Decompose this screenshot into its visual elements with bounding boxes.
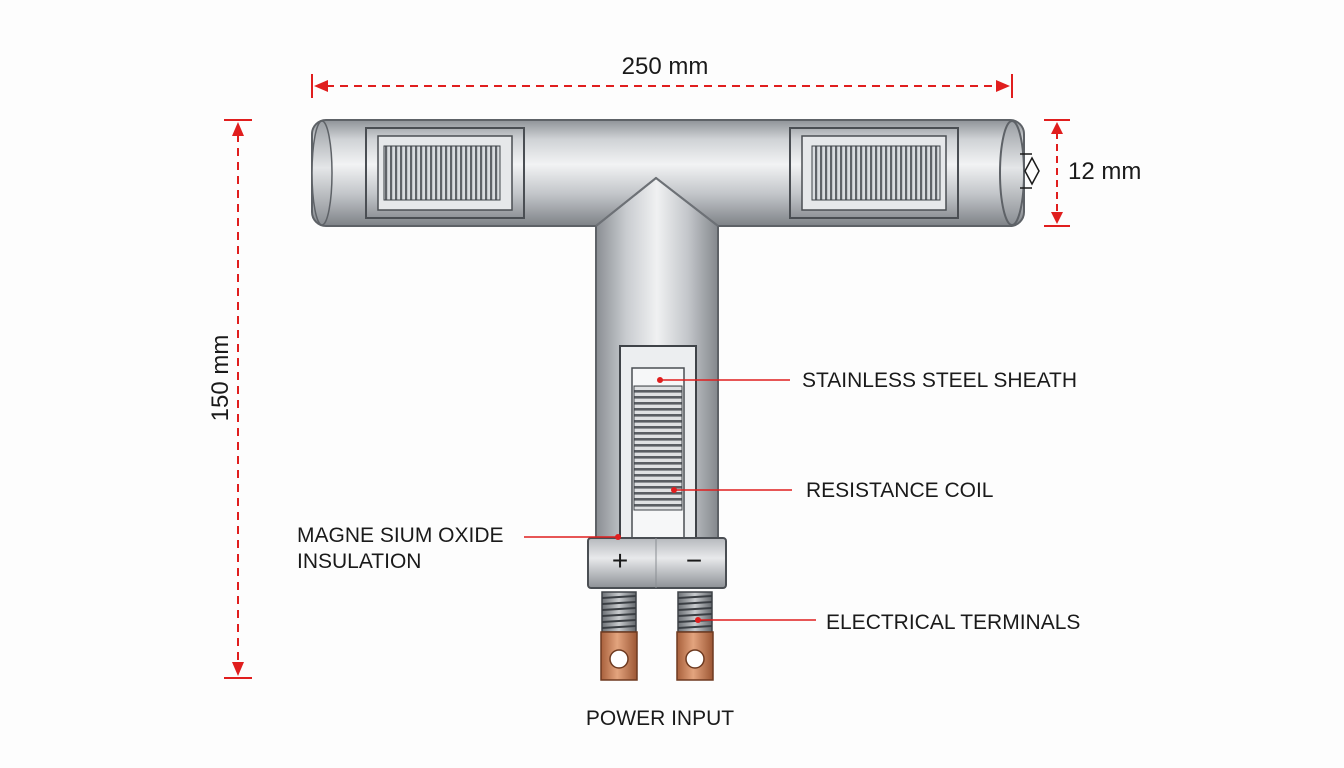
terminal-studs <box>601 591 713 633</box>
coil-callout-label: RESISTANCE COIL <box>806 479 993 502</box>
positive-terminal-sign: + <box>612 545 628 576</box>
diameter-dimension <box>1044 119 1070 227</box>
height-dimension <box>224 119 252 679</box>
copper-lugs <box>600 631 714 681</box>
left-coil-window <box>365 127 525 219</box>
right-coil-window <box>789 127 959 219</box>
width-dimension <box>311 74 1013 98</box>
sheath-callout-label: STAINLESS STEEL SHEATH <box>802 369 1077 392</box>
terminal-block <box>587 537 727 589</box>
insulation-callout-label-line1: MAGNE SIUM OXIDE <box>297 524 504 547</box>
insulation-callout-label-line2: INSULATION <box>297 550 421 573</box>
cutaway-window <box>619 345 697 543</box>
terminals-callout-label: ELECTRICAL TERMINALS <box>826 611 1080 634</box>
diameter-symbol-icon <box>1020 153 1040 189</box>
negative-terminal-sign: − <box>686 545 702 576</box>
diameter-dimension-label: 12 mm <box>1068 158 1141 185</box>
width-dimension-label: 250 mm <box>622 53 709 80</box>
power-input-label: POWER INPUT <box>586 707 734 730</box>
height-dimension-label: 150 mm <box>207 335 234 422</box>
callout-lines <box>524 377 816 623</box>
